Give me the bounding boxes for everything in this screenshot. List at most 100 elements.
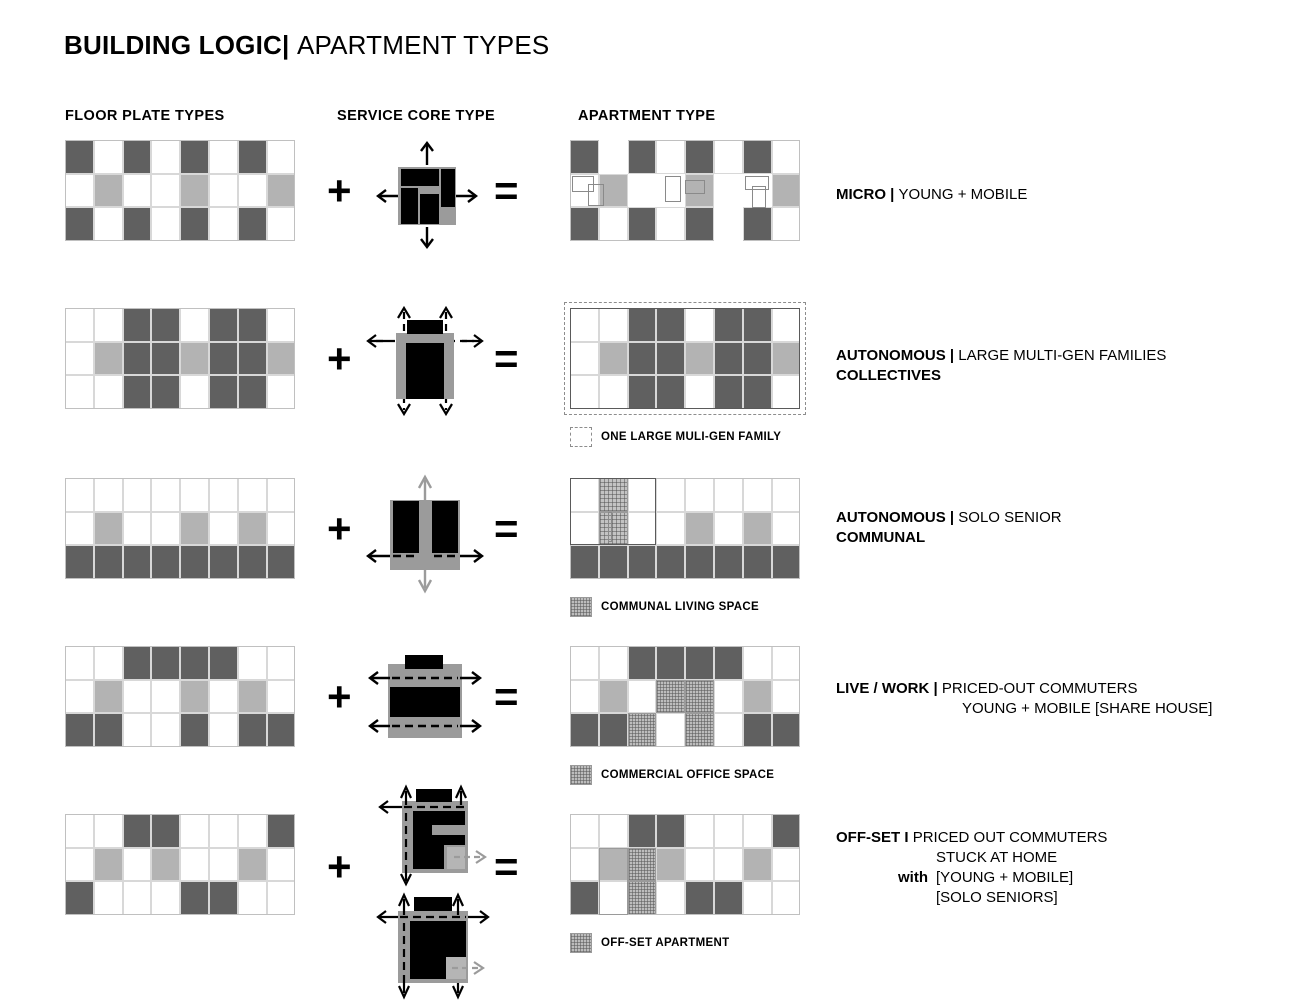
grid-cell-dark [570,881,599,915]
grid-cell-white [180,847,209,881]
grid-cell-white [209,207,238,241]
core-pinwheel-svg [376,141,478,249]
grid-cell-dark [714,881,743,915]
apartment-grid [564,302,807,415]
apartment-type-off-set [570,814,801,915]
grid-cell-white [65,375,94,409]
grid-cell-white [65,478,94,512]
grid-cell-white [598,207,628,241]
grid-cell-white [65,646,94,680]
multi-gen-family-boundary [564,302,807,415]
floor-plate-autonomous-communal [65,478,296,579]
grid-cell-dark [65,140,94,174]
grid-cell-dot [598,511,628,545]
legend-swatch [570,426,592,447]
grid-cell-white [65,341,94,375]
grid-cell-mid [237,847,267,881]
grid-cell-dark [656,341,686,375]
operator-plus: + [327,843,352,890]
operator-equals: = [494,843,519,890]
grid-cell-dark [180,140,209,174]
grid-cell-dark [65,881,94,915]
grid-cell-white [209,173,238,207]
grid-cell-white [65,511,94,545]
grid-cell-dark [209,545,238,579]
label-category: LIVE / WORK [836,680,930,697]
grid-cell-dark [771,713,801,747]
grid-cell-white [714,478,743,512]
grid-cell-dark [180,713,209,747]
grid-cell-dark [209,881,238,915]
grid-cell-dark [151,646,181,680]
grid-cell-white [570,814,599,848]
grid-cell-dark [627,207,657,241]
micro-core-mark [588,184,604,206]
grid-cell-dark [93,713,123,747]
grid-cell-dark [122,375,152,409]
service-core-off-set [368,783,498,1001]
floor-plate-grid [65,646,296,747]
column-header-apartment: APARTMENT TYPE [578,108,716,124]
grid-cell-white [742,881,772,915]
grid-cell-dark [742,545,772,579]
grid-cell-dark [570,713,599,747]
grid-cell-white [266,375,296,409]
grid-cell-white [685,375,714,409]
grid-cell-mid [598,341,628,375]
grid-cell-white [266,847,296,881]
grid-cell-dark [180,545,209,579]
grid-cell-white [151,679,181,713]
micro-core-mark [752,186,766,208]
grid-cell-white [122,847,152,881]
grid-cell-white [151,511,181,545]
operator-plus: + [327,167,352,214]
grid-cell-dark [122,814,152,848]
grid-cell-white [570,375,599,409]
grid-cell-mid [93,679,123,713]
legend-label: ONE LARGE MULI-GEN FAMILY [601,430,782,443]
grid-cell-mid [266,341,296,375]
grid-cell-white [570,679,599,713]
grid-cell-mid [685,173,714,207]
label-headline: AUTONOMOUS | LARGE MULTI-GEN FAMILIES [836,346,1166,366]
label-demographic: [SOLO SENIORS] [936,889,1058,906]
grid-cell-dark [151,375,181,409]
grid-cell-white [714,140,743,174]
grid-cell-white [266,646,296,680]
label-demographic: SOLO SENIOR [958,509,1062,526]
grid-cell-white [180,375,209,409]
apartment-grid [570,814,801,915]
label-separator: | [945,347,959,364]
grid-cell-dark [93,545,123,579]
floor-plate-grid [65,308,296,409]
grid-cell-dark [742,140,772,174]
grid-cell-white [570,847,599,881]
grid-cell-white [237,814,267,848]
grid-cell-mid [180,173,209,207]
grid-cell-dark [180,881,209,915]
grid-cell-dark [627,814,657,848]
grid-cell-white [742,478,772,512]
legend-label: COMMUNAL LIVING SPACE [601,600,759,613]
grid-cell-dark [771,814,801,848]
grid-cell-white [65,679,94,713]
grid-cell-mid [93,341,123,375]
operator-equals: = [494,505,519,552]
grid-cell-dark [237,308,267,342]
title-bold: BUILDING LOGIC [64,30,283,60]
grid-cell-mid [266,173,296,207]
grid-cell-white [93,375,123,409]
grid-cell-white [714,713,743,747]
grid-cell-white [122,713,152,747]
grid-cell-white [771,679,801,713]
grid-cell-white [151,713,181,747]
grid-cell-white [209,713,238,747]
grid-cell-white [742,646,772,680]
grid-cell-dark [714,646,743,680]
grid-cell-dark [685,646,714,680]
apartment-grid [570,140,801,241]
apartment-type-live-work [570,646,801,747]
grid-cell-white [714,814,743,848]
